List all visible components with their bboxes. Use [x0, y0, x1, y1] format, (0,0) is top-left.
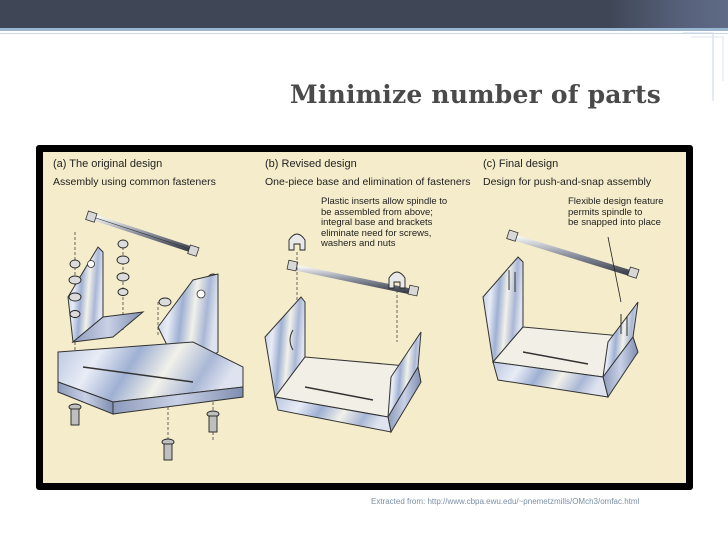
panel-c-note-line: permits spindle to: [568, 206, 643, 218]
panel-b-note-line: integral base and brackets: [321, 217, 433, 228]
assembly-illustrations: [57, 210, 640, 461]
panel-c-note-line: be snapped into place: [568, 217, 661, 228]
panel-b-illustration: [264, 233, 422, 434]
panel-a-illustration: [57, 210, 244, 461]
slide-top-bar: [0, 0, 728, 28]
panel-b-note: Plastic inserts allow spindle to be asse…: [321, 196, 448, 250]
panel-a-title: (a) The original design: [53, 158, 163, 170]
slide-rule: [0, 28, 728, 31]
panel-c-title: (c) Final design: [483, 158, 559, 170]
figure-frame: (a) The original design Assembly using c…: [36, 145, 693, 490]
panel-c-illustration: [482, 229, 640, 399]
panel-b-subtitle: One-piece base and elimination of fasten…: [265, 176, 471, 188]
panel-b-note-line: Plastic inserts allow spindle to: [321, 196, 448, 207]
figure-panel: (a) The original design Assembly using c…: [43, 152, 686, 483]
slide-title: Minimize number of parts: [290, 80, 662, 109]
slide-top-bar-accent: [608, 0, 728, 28]
panel-a-subtitle: Assembly using common fasteners: [53, 176, 216, 188]
panel-b-note-line: eliminate need for screws,: [321, 227, 432, 239]
panel-c-note: Flexible design feature permits spindle …: [568, 196, 664, 229]
corner-decoration: [683, 32, 724, 101]
panel-c-note-line: Flexible design feature: [568, 196, 664, 207]
panel-b-note-line: be assembled from above;: [321, 206, 433, 218]
slide-rule-thin: [0, 33, 728, 34]
panel-b-title: (b) Revised design: [265, 158, 357, 170]
panel-c-subtitle: Design for push-and-snap assembly: [483, 176, 652, 188]
source-caption: Extracted from: http://www.cbpa.ewu.edu/…: [371, 497, 640, 506]
panel-b-note-line: washers and nuts: [321, 238, 396, 249]
